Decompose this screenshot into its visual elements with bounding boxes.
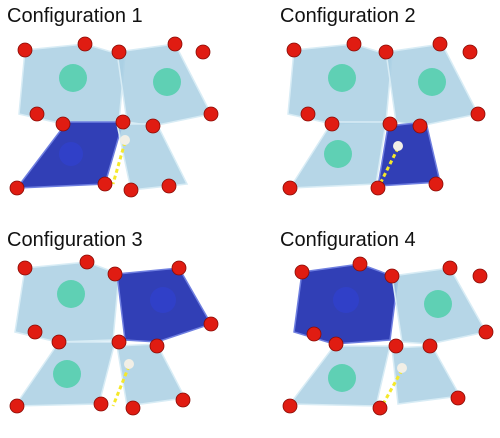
panel-configuration-3: Configuration 3 bbox=[7, 228, 237, 438]
hydrogen-atom bbox=[120, 135, 130, 145]
oxygen-atoms bbox=[9, 36, 219, 198]
oxygen-atoms bbox=[282, 256, 494, 416]
octahedron-bottom-right bbox=[116, 123, 189, 191]
panel-title: Configuration 1 bbox=[7, 5, 143, 27]
hydrogen-atom bbox=[124, 359, 134, 369]
octahedra-framework bbox=[282, 36, 486, 196]
cation-atom bbox=[57, 280, 85, 308]
hydrogen-atom bbox=[397, 363, 407, 373]
cation-atom bbox=[328, 64, 356, 92]
cation-atom bbox=[150, 287, 176, 313]
hydrogen-bond bbox=[111, 365, 131, 407]
crystal-structure-1 bbox=[9, 36, 219, 198]
hydrogen-atom bbox=[393, 141, 403, 151]
crystal-structure-4 bbox=[282, 256, 494, 416]
crystal-structure-3 bbox=[9, 254, 219, 416]
octahedron-bottom-right bbox=[391, 345, 462, 405]
cation-atom bbox=[53, 360, 81, 388]
octahedra-framework bbox=[282, 256, 494, 416]
panel-title: Configuration 2 bbox=[280, 5, 416, 27]
cation-atom bbox=[418, 68, 446, 96]
octahedron-bottom-right bbox=[377, 121, 441, 187]
cation-atom bbox=[59, 64, 87, 92]
panel-title: Configuration 4 bbox=[280, 229, 416, 251]
oxygen-atoms bbox=[9, 254, 219, 416]
panel-configuration-2: Configuration 2 bbox=[280, 4, 500, 214]
octahedron-bottom-right bbox=[116, 343, 187, 407]
cation-atom bbox=[333, 287, 359, 313]
panel-configuration-1: Configuration 1 bbox=[7, 4, 237, 214]
octahedra-framework bbox=[9, 36, 219, 198]
cation-atom bbox=[328, 364, 356, 392]
cation-atom bbox=[59, 142, 83, 166]
hydrogen-bond bbox=[111, 141, 127, 185]
panel-configuration-4: Configuration 4 bbox=[280, 228, 500, 438]
oxygen-atoms bbox=[282, 36, 486, 196]
crystal-structure-2 bbox=[282, 36, 486, 196]
cation-atom bbox=[324, 140, 352, 168]
panel-title: Configuration 3 bbox=[7, 229, 143, 251]
cation-atom bbox=[424, 290, 452, 318]
cation-atom bbox=[153, 68, 181, 96]
octahedra-framework bbox=[9, 254, 219, 416]
